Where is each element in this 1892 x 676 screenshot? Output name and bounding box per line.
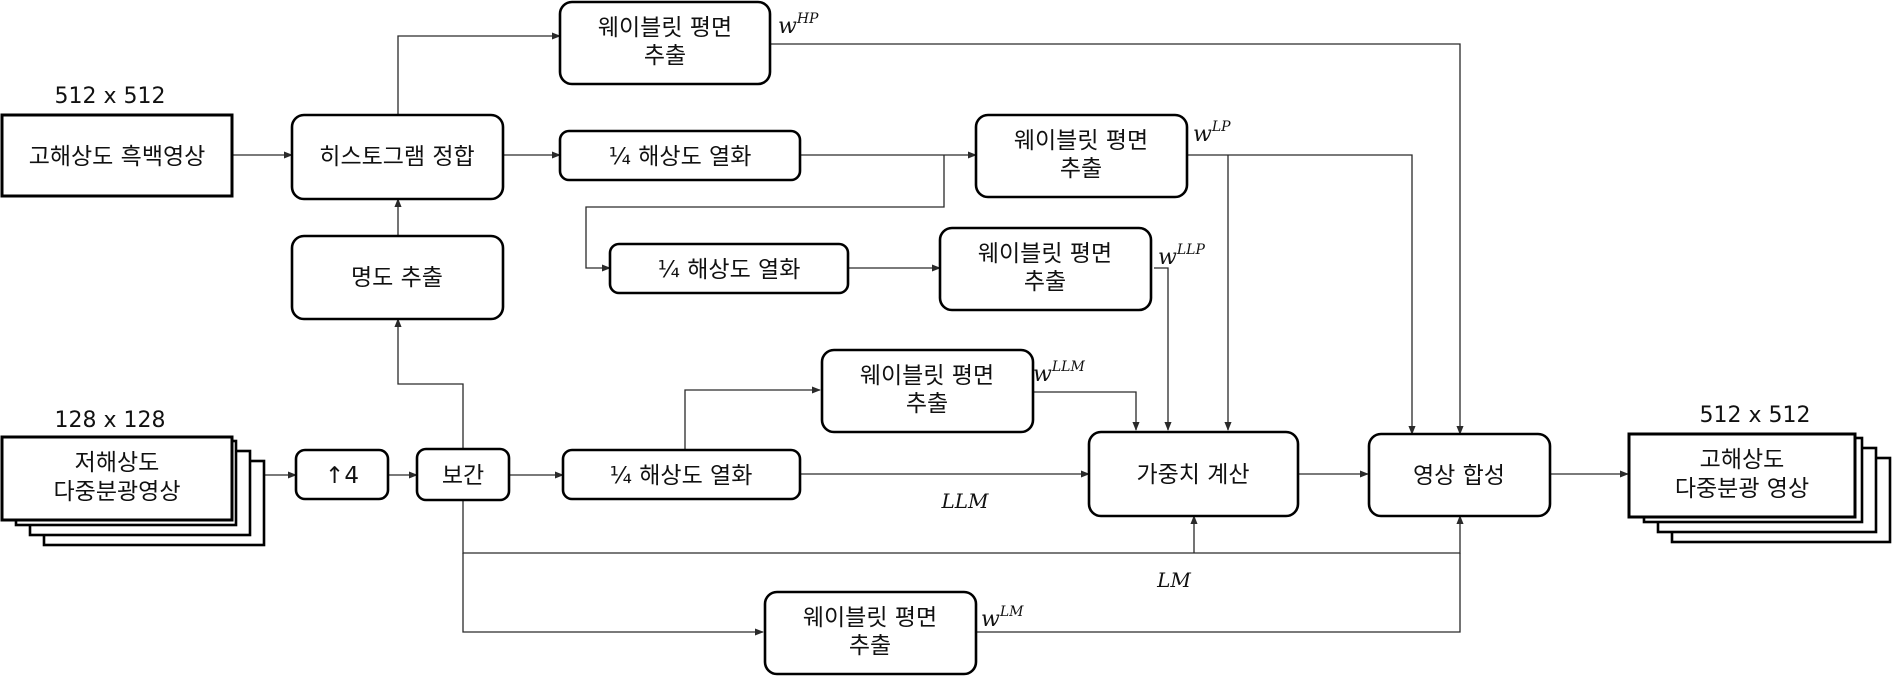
wavelet-llm-box: 웨이블릿 평면 추출 [820, 348, 1035, 434]
edge-degrade-3-to-wavelet-llm [684, 386, 821, 449]
edge-wavelet-lm-to-synthesis [976, 553, 1461, 633]
histogram-match-label: 히스토그램 정합 [319, 144, 474, 170]
wavelet-hp-box: 웨이블릿 평면 추출 [558, 0, 772, 86]
degrade-label-1: ¼ 해상도 열화 [609, 144, 752, 170]
wavelet-lp-line2: 추출 [1060, 156, 1102, 182]
weight-calc-label: 가중치 계산 [1136, 462, 1249, 488]
input-lr-stack: 저해상도 다중분광영상 [0, 435, 266, 547]
input-hr-label: 고해상도 흑백영상 [29, 144, 206, 170]
weight-calc-box: 가중치 계산 [1087, 430, 1300, 518]
histogram-match-box: 히스토그램 정합 [290, 113, 505, 201]
input-lr-line1: 저해상도 [75, 450, 160, 476]
wavelet-lp-box: 웨이블릿 평면 추출 [974, 113, 1189, 199]
connectors [232, 32, 1629, 636]
intensity-extract-box: 명도 추출 [290, 234, 505, 321]
signal-llm-label: LLM [940, 489, 989, 513]
input-lr-size: 128 x 128 [55, 408, 166, 433]
image-synthesis-label: 영상 합성 [1413, 463, 1505, 489]
degrade-label-3: ¼ 해상도 열화 [610, 463, 753, 489]
degrade-box-3: ¼ 해상도 열화 [561, 448, 802, 501]
edge-wavelet-llm-to-weight [1033, 391, 1140, 431]
input-hr-box: 고해상도 흑백영상 [0, 113, 234, 198]
weight-symbol-hp: wHP [778, 11, 819, 39]
wavelet-lp-line1: 웨이블릿 평면 [1014, 128, 1148, 154]
degrade-label-2: ¼ 해상도 열화 [658, 257, 801, 283]
output-size: 512 x 512 [1700, 403, 1811, 428]
wavelet-lm-line2: 추출 [849, 633, 891, 659]
edge-interpolate-to-wavelet-lm [462, 553, 764, 636]
wavelet-llp-line1: 웨이블릿 평면 [978, 241, 1112, 267]
output-line2: 다중분광 영상 [1675, 476, 1809, 502]
weight-symbol-lm: wLM [981, 604, 1024, 632]
wavelet-llp-line2: 추출 [1024, 269, 1066, 295]
wavelet-lm-box: 웨이블릿 평면 추출 [763, 590, 978, 676]
output-line1: 고해상도 [1700, 447, 1785, 473]
output-stack: 고해상도 다중분광 영상 [1627, 432, 1892, 544]
degrade-box-2: ¼ 해상도 열화 [608, 242, 850, 295]
edge-interpolate-to-intensity [394, 318, 464, 449]
upsample-box: ↑4 [294, 448, 390, 501]
edge-histogram-to-wavelet-hp [397, 32, 561, 115]
wavelet-lm-line1: 웨이블릿 평면 [803, 605, 937, 631]
edge-interpolate-to-synthesis-lm [462, 500, 1464, 554]
signal-lm-label: LM [1156, 568, 1191, 592]
wavelet-llm-line1: 웨이블릿 평면 [860, 363, 994, 389]
interpolate-box: 보간 [415, 447, 511, 502]
edge-degrade-1-to-degrade-2 [585, 155, 945, 272]
wavelet-llm-line2: 추출 [906, 391, 948, 417]
weight-symbol-lp: wLP [1193, 119, 1231, 147]
wavelet-llp-box: 웨이블릿 평면 추출 [938, 226, 1153, 312]
edge-wavelet-hp-to-synthesis [770, 43, 1464, 435]
image-synthesis-box: 영상 합성 [1367, 432, 1552, 518]
input-hr-size: 512 x 512 [55, 84, 166, 109]
intensity-extract-label: 명도 추출 [351, 265, 443, 291]
interpolate-label: 보간 [442, 463, 484, 489]
degrade-box-1: ¼ 해상도 열화 [558, 129, 802, 182]
weight-symbol-llm: wLLM [1033, 359, 1085, 387]
edge-wavelet-lp-to-synthesis [1187, 154, 1416, 435]
wavelet-hp-line1: 웨이블릿 평면 [598, 15, 732, 41]
edge-wavelet-llp-to-weight [1154, 267, 1172, 431]
upsample-label: ↑4 [325, 463, 359, 489]
input-lr-line2: 다중분광영상 [54, 479, 181, 505]
wavelet-hp-line2: 추출 [644, 43, 686, 69]
weight-symbol-llp: wLLP [1158, 242, 1205, 270]
